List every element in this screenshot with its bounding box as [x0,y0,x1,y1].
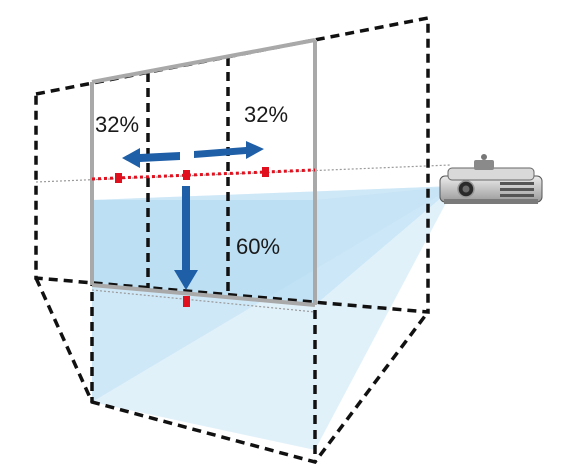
label-shift-left: 32% [95,112,139,137]
projector-icon [439,154,543,204]
axis-marker-right [262,167,269,177]
axis-marker-left [115,173,122,183]
arrow-left-icon [122,148,180,168]
shift-arrows [122,141,264,290]
horizontal-shift-axis [91,167,316,307]
label-shift-down: 60% [236,234,280,259]
label-shift-right: 32% [244,102,288,127]
axis-marker-center [183,170,190,180]
lower-axis-line [91,289,316,313]
screen-frame [90,38,317,307]
arrow-down-icon [174,186,198,290]
arrow-right-icon [194,141,264,159]
axis-marker-bottom [183,296,190,307]
